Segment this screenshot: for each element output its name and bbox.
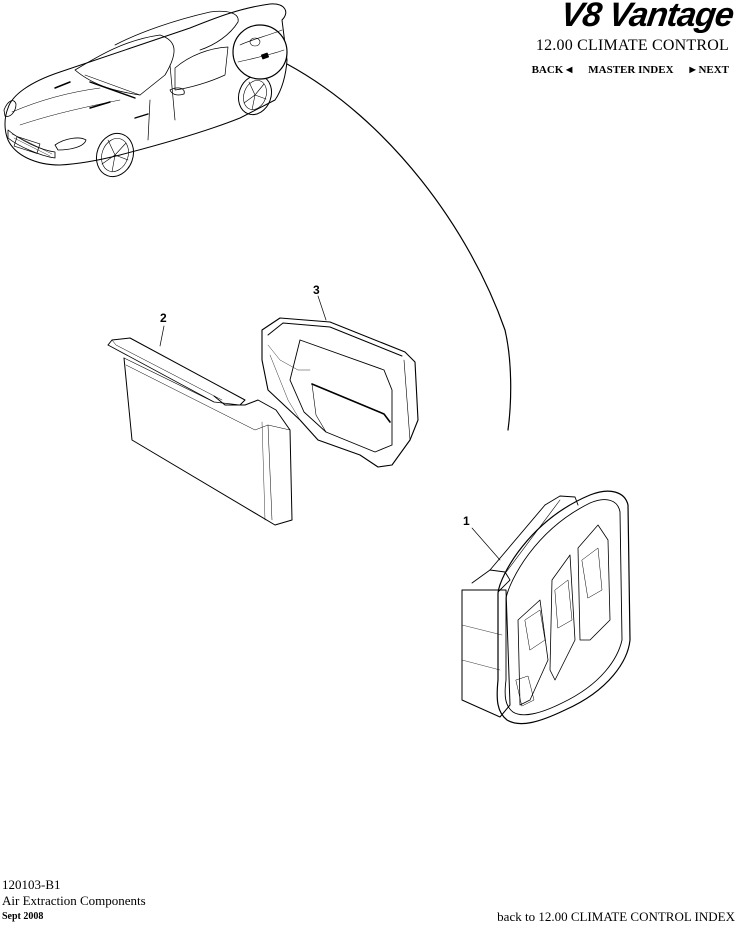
master-index-link[interactable]: MASTER INDEX [588, 64, 674, 76]
diagram-code: 120103-B1 [2, 877, 61, 892]
back-label: BACK [531, 64, 564, 76]
leader-arc [286, 63, 512, 431]
callout-2: 2 [160, 311, 167, 325]
part-3-seal-duct [261, 317, 419, 468]
callout-1: 1 [463, 514, 470, 528]
car-overview-illustration [3, 3, 288, 178]
back-to-index-link[interactable]: back to 12.00 CLIMATE CONTROL INDEX [497, 909, 735, 924]
next-link[interactable]: ▶ NEXT [690, 64, 729, 76]
next-label: NEXT [698, 64, 729, 76]
part-2-cover-panel [107, 337, 293, 526]
diagram-title: Air Extraction Components [2, 893, 146, 908]
diagram-date: Sept 2008 [2, 911, 44, 922]
triangle-right-icon: ▶ [689, 65, 696, 74]
triangle-left-icon: ◀ [566, 65, 573, 74]
section-title: 12.00 CLIMATE CONTROL [535, 37, 729, 54]
navigation-bar: BACK ◀ MASTER INDEX ▶ NEXT [532, 64, 729, 76]
back-link[interactable]: BACK ◀ [532, 64, 573, 76]
callout-3: 3 [313, 283, 320, 297]
part-1-air-extraction-valve [461, 490, 631, 725]
